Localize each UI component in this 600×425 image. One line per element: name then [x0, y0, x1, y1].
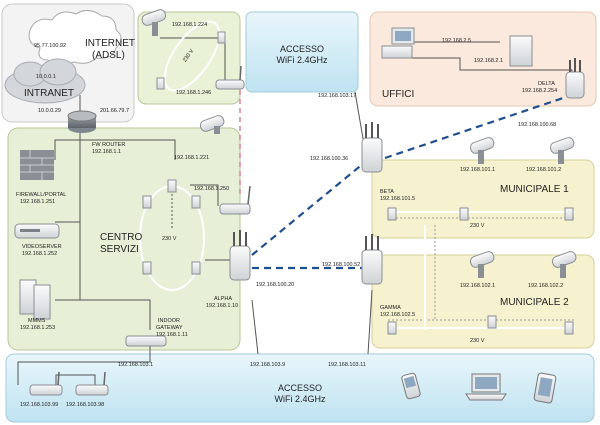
centro-voltage: 230 V	[162, 236, 177, 242]
ip-103-11: 192.168.103.11	[328, 362, 366, 368]
accesso-bottom-line2: WiFi 2.4GHz	[274, 394, 326, 404]
server-icon	[509, 35, 533, 67]
fw-router-ip: 192.168.1.1	[92, 149, 121, 155]
gamma-ip: 192.168.102.5	[380, 312, 415, 318]
ip-100-20: 192.168.100.20	[256, 282, 294, 288]
junction-boxes	[142, 179, 201, 275]
municipale2-cam2-ip: 192.168.102.2	[528, 283, 563, 289]
gateway-ip: 192.168.1.11	[156, 332, 188, 338]
municipale-junction-boxes	[387, 207, 574, 335]
centro-servizi-title2: SERVIZI	[100, 244, 139, 255]
ip-intranet-cloud: 10.0.0.1	[36, 74, 56, 80]
municipale1-title: MUNICIPALE 1	[500, 184, 569, 195]
camera-link-ip-ap: 192.168.1.246	[176, 90, 211, 96]
accesso-top-line1: ACCESSO	[280, 44, 324, 54]
firewall-ip: 192.168.1.251	[20, 199, 55, 205]
mmms-servers-icon	[19, 279, 51, 320]
centro-camera-ip: 192.168.1.221	[174, 155, 209, 161]
camera-link-camera-icon	[141, 9, 167, 36]
intranet-cloud-icon	[4, 58, 86, 104]
access-point-icon	[219, 185, 251, 215]
mmms-label: MMMS	[28, 318, 46, 324]
gamma-radio-icon	[361, 234, 383, 285]
centro-servizi-title1: CENTRO	[100, 232, 142, 243]
alpha-ip: 192.168.1.10	[206, 303, 238, 309]
municipale1-camera1-icon	[469, 137, 495, 164]
accesso-bottom-zone	[5, 353, 595, 423]
bottom-ap1-icon	[29, 371, 63, 396]
videoserver-icon	[14, 223, 60, 239]
bottom-ip-ap2: 192.168.103.98	[66, 402, 104, 408]
beta-label: BETA	[380, 189, 394, 195]
adsl-label: (ADSL)	[92, 50, 125, 61]
municipale1-cam1-ip: 192.168.101.1	[460, 167, 495, 173]
beta-radio-icon	[361, 122, 383, 173]
security-camera-icon	[199, 115, 225, 134]
uffici-ip-pc: 192.168.2.5	[442, 38, 471, 44]
indoor-gateway-icon	[125, 335, 167, 347]
videoserver-label: VIDEOSERVER	[22, 244, 62, 250]
municipale1-cam2-ip: 192.168.101.2	[526, 167, 561, 173]
beta-ip: 192.168.101.5	[380, 196, 415, 202]
workstation-icon	[381, 27, 415, 59]
accesso-top-line2: WiFi 2.4GHz	[276, 55, 328, 65]
centro-ap-ip: 192.168.1.250	[194, 186, 229, 192]
bottom-ip-ap1: 192.168.103.99	[20, 402, 58, 408]
municipale1-voltage: 230 V	[470, 223, 485, 229]
camera-link-boxes	[156, 31, 226, 90]
uffici-ip-server: 192.168.2.1	[474, 58, 503, 64]
gateway-label2: GATEWAY	[156, 325, 183, 331]
ip-100-52: 192.168.100.52	[322, 262, 360, 268]
camera-link-ip-camera: 192.168.1.224	[172, 22, 207, 28]
internet-label: INTERNET	[85, 38, 135, 49]
uffici-zone	[369, 11, 597, 107]
municipale2-cam1-ip: 192.168.102.1	[460, 283, 495, 289]
tablet-icon	[533, 372, 557, 404]
municipale2-voltage: 230 V	[470, 338, 485, 344]
gamma-label: GAMMA	[380, 305, 401, 311]
municipale2-title: MUNICIPALE 2	[500, 297, 569, 308]
link-alpha-beta	[251, 157, 371, 256]
ip-router-left: 10.0.0.29	[38, 108, 61, 114]
uffici-delta-ip: 192.168.2.254	[522, 88, 557, 94]
uffici-ip-link: 192.168.100.68	[518, 122, 556, 128]
fw-router-icon	[67, 110, 97, 133]
fw-router-label: FW ROUTER	[92, 142, 125, 148]
delta-radio-icon	[565, 58, 585, 99]
firewall-icon	[20, 150, 54, 180]
accesso-bottom-line1: ACCESSO	[278, 383, 322, 393]
gateway-label1: INDOOR	[158, 318, 180, 324]
power-ring-camera-link	[163, 20, 221, 92]
alpha-radio-icon	[229, 230, 251, 281]
ip-router-right: 201.66.79.7	[100, 108, 129, 114]
ip-internet-top: 95.77.100.92	[34, 43, 66, 49]
municipale1-camera2-icon	[549, 137, 575, 164]
bottom-ap2-icon	[75, 371, 109, 396]
ip-103-17: 192.168.103.17	[318, 93, 356, 99]
municipale2-camera2-icon	[551, 251, 577, 278]
laptop-icon	[465, 373, 507, 401]
uffici-delta-label: DELTA	[538, 81, 555, 87]
ip-103-9: 192.168.103.9	[250, 362, 285, 368]
ip-100-36: 192.168.100.36	[310, 156, 348, 162]
intranet-label: INTRANET	[24, 88, 74, 99]
alpha-label: ALPHA	[214, 296, 232, 302]
mmms-ip: 192.168.1.253	[20, 325, 55, 331]
mobile-phone-icon	[401, 372, 421, 400]
link-beta-delta	[384, 93, 573, 160]
camera-link-ap-icon	[215, 65, 245, 90]
accesso-top-zone	[245, 11, 359, 93]
municipale2-camera1-icon	[469, 251, 495, 278]
uffici-title: UFFICI	[382, 89, 414, 100]
firewall-label: FIREWALL/PORTAL	[16, 192, 66, 198]
bottom-ip-gw: 192.168.103.1	[118, 362, 153, 368]
videoserver-ip: 192.168.1.252	[22, 251, 57, 257]
